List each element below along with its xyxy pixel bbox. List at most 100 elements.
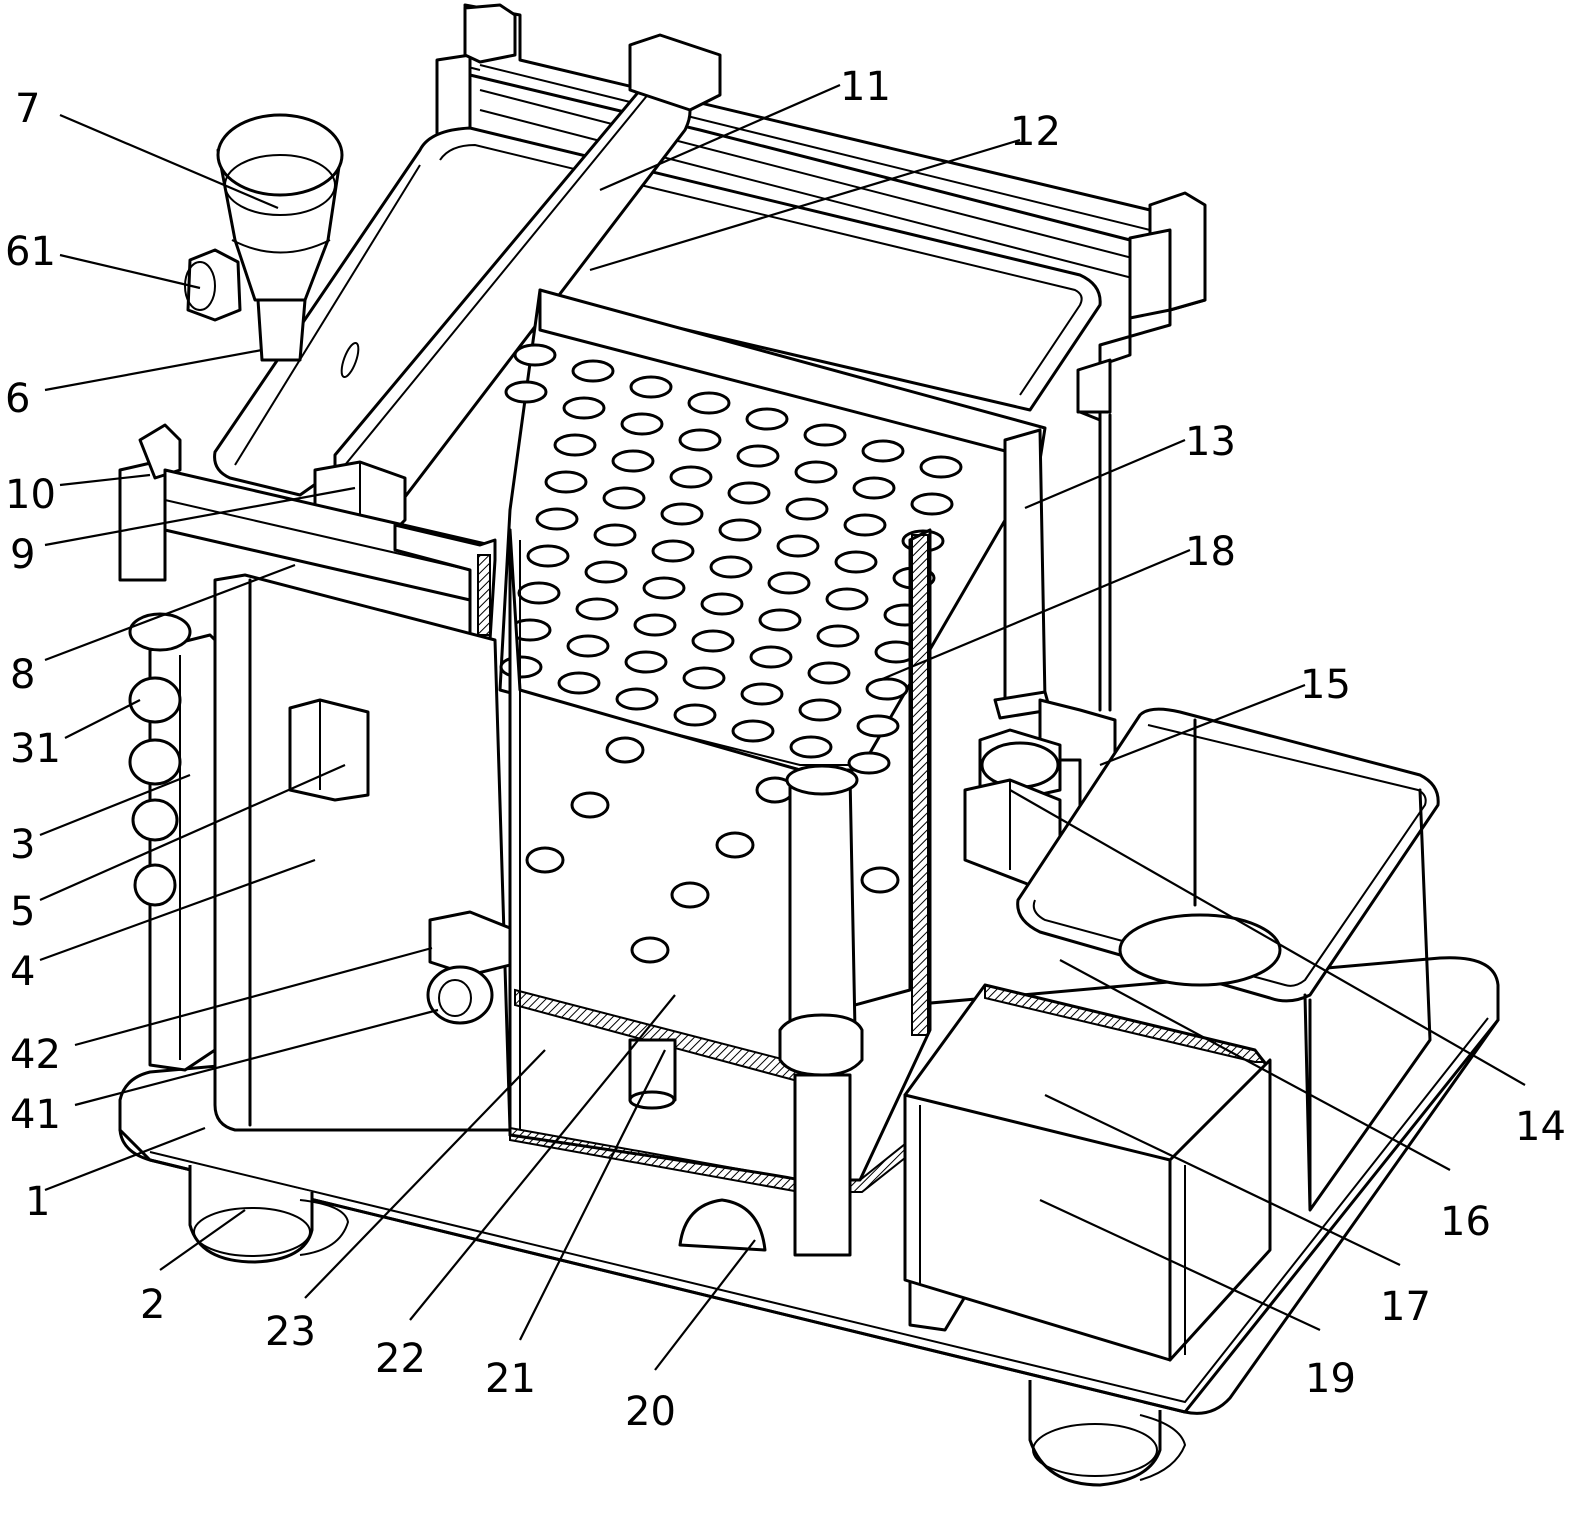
perforation-hole <box>535 507 579 531</box>
label-6: 6 <box>5 376 30 422</box>
perforation-hole <box>553 433 597 457</box>
perforation-hole <box>767 571 811 595</box>
perforation-hole <box>834 550 878 574</box>
perforation-hole <box>642 576 686 600</box>
perforation-hole <box>513 343 557 367</box>
perforation-hole <box>571 359 615 383</box>
label-61: 61 <box>5 229 56 275</box>
label-42: 42 <box>10 1032 61 1078</box>
label-14: 14 <box>1515 1104 1566 1150</box>
box-hole <box>670 881 710 909</box>
box-hole <box>860 866 900 894</box>
label-22: 22 <box>375 1336 426 1382</box>
perforation-hole <box>919 455 963 479</box>
collection-box <box>903 983 1272 1362</box>
hopper-funnel <box>184 113 344 362</box>
perforation-hole <box>758 608 802 632</box>
side-panel <box>128 612 217 1072</box>
perforation-hole <box>526 544 570 568</box>
perforation-hole <box>557 671 601 695</box>
water-tank <box>1016 707 1440 1212</box>
label-4: 4 <box>10 949 35 995</box>
perforation-hole <box>736 444 780 468</box>
box-hole <box>525 846 565 874</box>
perforation-hole <box>798 698 842 722</box>
perforation-hole <box>682 666 726 690</box>
label-2: 2 <box>140 1282 165 1328</box>
perforation-hole <box>584 560 628 584</box>
label-8: 8 <box>10 652 35 698</box>
perforation-hole <box>865 677 909 701</box>
perforation-hole <box>624 650 668 674</box>
perforation-hole <box>731 719 775 743</box>
perforation-hole <box>602 486 646 510</box>
label-41: 41 <box>10 1092 61 1138</box>
label-21: 21 <box>485 1356 536 1402</box>
perforation-hole <box>575 597 619 621</box>
label-12: 12 <box>1010 109 1061 155</box>
perforation-hole <box>700 592 744 616</box>
label-18: 18 <box>1185 529 1236 575</box>
perforation-hole <box>504 380 548 404</box>
perforation-hole <box>691 629 735 653</box>
label-13: 13 <box>1185 419 1236 465</box>
perforation-hole <box>789 735 833 759</box>
perforation-hole <box>562 396 606 420</box>
label-10: 10 <box>5 472 56 518</box>
perforation-hole <box>629 375 673 399</box>
box-hole <box>715 831 755 859</box>
perforation-hole <box>687 391 731 415</box>
label-5: 5 <box>10 889 35 935</box>
perforation-hole <box>709 555 753 579</box>
label-20: 20 <box>625 1389 676 1435</box>
perforation-hole <box>745 407 789 431</box>
perforation-hole <box>803 423 847 447</box>
perforation-hole <box>718 518 762 542</box>
label-23: 23 <box>265 1309 316 1355</box>
label-31: 31 <box>10 726 61 772</box>
box-hole <box>605 736 645 764</box>
label-1: 1 <box>25 1179 50 1225</box>
perforation-hole <box>673 703 717 727</box>
perforation-hole <box>620 412 664 436</box>
perforation-hole <box>847 751 891 775</box>
perforation-hole <box>651 539 695 563</box>
bracket-assembly <box>118 423 497 642</box>
wheel-right <box>1028 1380 1187 1487</box>
perforation-hole <box>843 513 887 537</box>
perforation-hole <box>785 497 829 521</box>
label-17: 17 <box>1380 1284 1431 1330</box>
perforation-hole <box>727 481 771 505</box>
box-hole <box>630 936 670 964</box>
left-cabinet <box>213 573 512 1132</box>
perforation-hole <box>825 587 869 611</box>
perforation-hole <box>611 449 655 473</box>
perforation-hole <box>776 534 820 558</box>
label-11: 11 <box>840 64 891 110</box>
perforation-hole <box>517 581 561 605</box>
perforation-hole <box>678 428 722 452</box>
label-16: 16 <box>1440 1199 1491 1245</box>
wheel-left <box>188 1165 350 1264</box>
support-column <box>628 764 977 1332</box>
box-hole <box>570 791 610 819</box>
box-holes <box>525 736 900 964</box>
label-9: 9 <box>10 532 35 578</box>
label-7: 7 <box>15 86 40 132</box>
perforation-hole <box>749 645 793 669</box>
label-15: 15 <box>1300 662 1351 708</box>
perforation-hole <box>861 439 905 463</box>
perforation-hole <box>615 687 659 711</box>
perforation-hole <box>910 492 954 516</box>
perforation-hole <box>566 634 610 658</box>
perforation-hole <box>807 661 851 685</box>
perforation-hole <box>544 470 588 494</box>
perforation-hole <box>633 613 677 637</box>
perforation-holes <box>499 343 963 775</box>
perforation-hole <box>794 460 838 484</box>
perforation-hole <box>593 523 637 547</box>
leader-lines <box>39 83 1526 1371</box>
callout-labels: 7 61 6 10 9 8 31 3 5 4 42 41 1 2 23 22 2… <box>5 64 1566 1435</box>
